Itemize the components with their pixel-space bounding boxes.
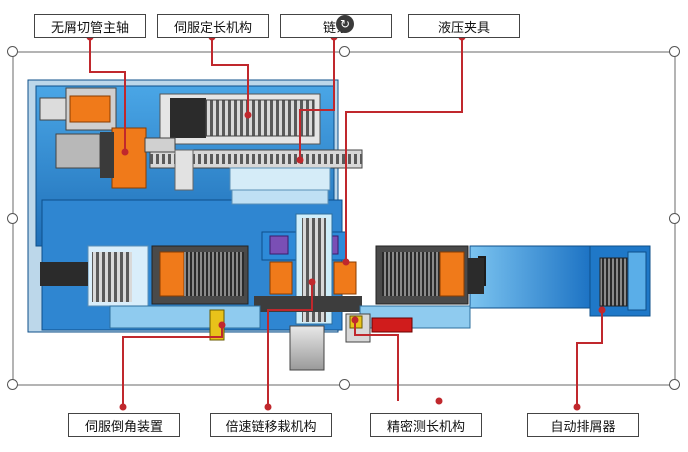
chain-links xyxy=(150,154,362,164)
lower-left-guard xyxy=(109,305,261,329)
chip-removal-cover xyxy=(627,251,647,311)
resize-handle-top-right[interactable] xyxy=(669,46,680,57)
spindle-motor xyxy=(69,95,111,123)
leader-chamfer xyxy=(122,325,223,407)
right-clamp-motor xyxy=(382,252,440,296)
label-precision-length: 精密测长机构 xyxy=(370,413,482,437)
leader-chain xyxy=(299,37,335,160)
spindle-shaft xyxy=(144,137,176,153)
leader-lines xyxy=(89,37,603,407)
leader-hydraulic xyxy=(345,37,463,262)
resize-handle-middle-right[interactable] xyxy=(669,213,680,224)
chain-guard-lower xyxy=(231,189,329,205)
spindle-feeder xyxy=(174,149,194,191)
center-base-bar xyxy=(254,296,362,312)
center-orange-left xyxy=(269,261,293,295)
chain-guard xyxy=(229,167,331,191)
left-end-motor xyxy=(40,262,88,286)
leader-precision xyxy=(354,320,399,401)
leader-spindle xyxy=(89,37,126,152)
conveyor-body xyxy=(469,245,591,309)
left-rail xyxy=(92,252,132,302)
spindle-shaft-cover xyxy=(100,132,114,178)
resize-handle-top-left[interactable] xyxy=(7,46,18,57)
label-spindle: 无屑切管主轴 xyxy=(34,14,146,38)
spindle-orange-block xyxy=(111,127,147,189)
resize-handle-bottom-right[interactable] xyxy=(669,379,680,390)
leader-servo-length xyxy=(211,37,249,115)
label-double-speed-chain: 倍速链移栽机构 xyxy=(210,413,332,437)
leader-double-speed xyxy=(267,282,313,407)
center-top-clamp-left xyxy=(269,235,289,255)
right-clamp-end xyxy=(468,258,484,294)
right-clamp-cylinder xyxy=(439,251,465,297)
chip-removal-motor xyxy=(599,257,629,307)
label-servo-chamfer: 伺服倒角装置 xyxy=(68,413,180,437)
rotate-icon[interactable]: ↻ xyxy=(336,15,354,33)
label-hydraulic-clamp: 液压夹具 xyxy=(408,14,520,38)
bottom-slide xyxy=(289,325,325,371)
resize-handle-bottom-center[interactable] xyxy=(339,379,350,390)
label-servo-length: 伺服定长机构 xyxy=(157,14,269,38)
servo-length-motor xyxy=(170,98,206,138)
resize-handle-middle-left[interactable] xyxy=(7,213,18,224)
resize-handle-top-center[interactable] xyxy=(339,46,350,57)
leader-chip xyxy=(576,310,603,407)
label-chip-removal: 自动排屑器 xyxy=(527,413,639,437)
left-clamp-cylinder xyxy=(159,251,185,297)
spindle-gearbox xyxy=(55,133,101,169)
left-clamp-motor xyxy=(184,252,244,296)
resize-handle-bottom-left[interactable] xyxy=(7,379,18,390)
center-orange-right xyxy=(333,261,357,295)
precision-encoder xyxy=(371,317,413,333)
servo-length-rack xyxy=(205,99,315,137)
